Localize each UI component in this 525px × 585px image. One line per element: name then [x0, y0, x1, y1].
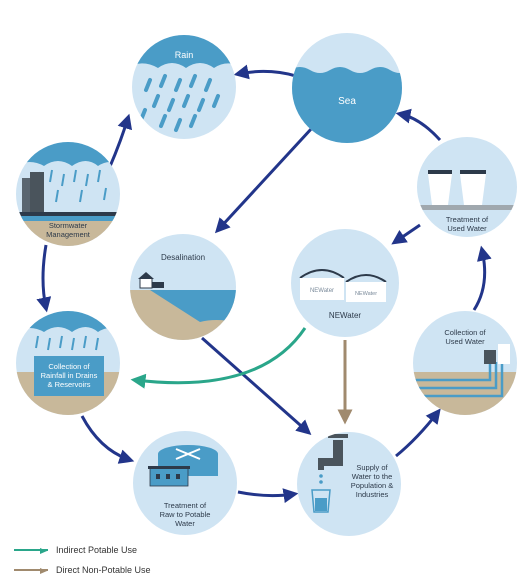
arrow-collection-used-to-treatment-used [472, 245, 492, 311]
treatment-used-label-line1: Treatment of [446, 215, 489, 224]
sea-label: Sea [338, 96, 356, 107]
desalination-label: Desalination [161, 253, 205, 262]
treatment-raw-label-line2: Raw to Potable [160, 510, 211, 519]
newater-label: NEWater [329, 311, 361, 320]
tap-icon [311, 434, 348, 513]
collection-used-node: Collection of Used Water [413, 311, 517, 415]
treatment-used-node: Treatment of Used Water [417, 137, 517, 237]
treatment-raw-node: Treatment of Raw to Potable Water [133, 431, 237, 535]
stormwater-label-line2: Management [46, 230, 91, 239]
legend-indirect-swatch [14, 548, 48, 554]
arrow-stormwater-to-collection [36, 244, 52, 313]
newater-tank-logo-1: NEWater [310, 288, 334, 294]
arrow-collection-to-treatment-raw [80, 415, 135, 464]
stormwater-label-line1: Stormwater [49, 221, 88, 230]
arrow-newater-indirect-potable [130, 327, 307, 389]
supply-label-line2: Water to the [352, 472, 393, 481]
sea-node: Sea [292, 33, 402, 143]
collection-rainfall-label-line3: & Reservoirs [48, 380, 91, 389]
newater-node: NEWater NEWater NEWater [291, 229, 399, 337]
treatment-raw-label-line1: Treatment of [164, 501, 207, 510]
supply-label-line4: Industries [356, 490, 389, 499]
newater-tank-logo-2: NEWater [355, 291, 377, 297]
collection-rainfall-node: Collection of Rainfall in Drains & Reser… [16, 311, 120, 415]
arrow-treatment-used-to-newater [391, 223, 421, 245]
supply-label-line1: Supply of [356, 463, 388, 472]
treatment-used-label-line2: Used Water [447, 224, 487, 233]
stormwater-node: Stormwater Management [16, 142, 120, 246]
collection-rainfall-label-line2: Rainfall in Drains [41, 371, 98, 380]
desalination-node: Desalination [130, 234, 236, 340]
arrow-treatment-used-to-sea [395, 108, 442, 142]
legend-direct: Direct Non-Potable Use [14, 565, 151, 575]
supply-node: Supply of Water to the Population & Indu… [297, 432, 401, 536]
supply-label-line3: Population & [351, 481, 394, 490]
arrow-desalination-to-supply [201, 336, 312, 435]
cycle-arrows [36, 64, 492, 504]
legend-indirect-label: Indirect Potable Use [56, 545, 138, 555]
arrow-sea-to-desalination [214, 126, 314, 234]
arrow-treatment-raw-to-supply [237, 488, 299, 504]
collection-used-label-line1: Collection of [444, 328, 486, 337]
collection-rainfall-label-line1: Collection of [48, 362, 90, 371]
legend-indirect: Indirect Potable Use [14, 545, 137, 555]
rain-label: Rain [175, 50, 194, 60]
rain-node: Rain [132, 35, 236, 139]
collection-used-label-line2: Used Water [445, 337, 485, 346]
arrow-supply-to-collection-used [395, 408, 441, 458]
legend-direct-label: Direct Non-Potable Use [56, 565, 151, 575]
legend-direct-swatch [14, 568, 48, 574]
treatment-raw-label-line3: Water [175, 519, 195, 528]
arrow-sea-to-rain [233, 64, 297, 80]
